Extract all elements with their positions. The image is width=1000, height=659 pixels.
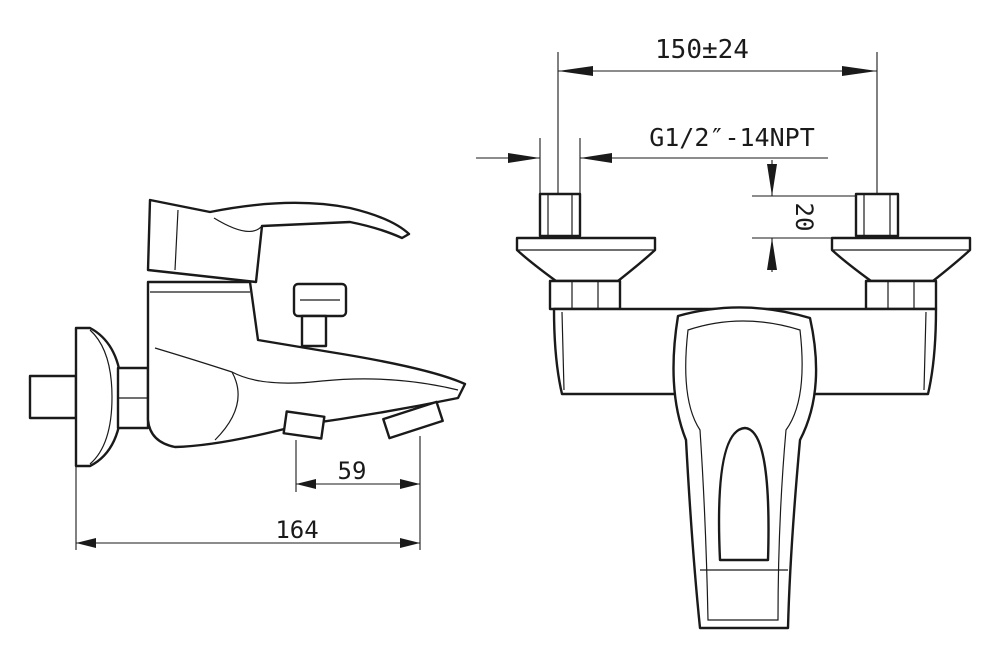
- dim-150-label: 150±24: [655, 35, 749, 65]
- front-view: 150±24 G1/2″-14NPT 20: [476, 35, 972, 630]
- side-wall-flange: [74, 326, 124, 468]
- front-left-thread-stub: [538, 192, 582, 238]
- side-spout-outlet: [382, 400, 444, 440]
- dim-thread-arrow-right: [580, 153, 612, 163]
- dim-150-arrow-right: [842, 66, 877, 76]
- front-right-cover-plate: [830, 236, 972, 283]
- front-body-line-left: [561, 311, 565, 391]
- side-view: 59 164: [28, 198, 467, 550]
- front-lever-inner-outline: [685, 320, 803, 621]
- side-flange-inner-line: [89, 329, 113, 465]
- dim-164-label: 164: [275, 516, 318, 544]
- side-body-curve: [214, 371, 239, 441]
- front-left-nut: [548, 279, 622, 311]
- front-lever-slot: [717, 426, 770, 562]
- dim-20-arrow-top: [767, 164, 777, 196]
- front-right-thread-stub: [854, 192, 900, 238]
- side-body-contour: [154, 347, 459, 391]
- dim-164-arrow-left: [76, 538, 96, 548]
- side-pipe-stub: [28, 374, 78, 420]
- side-aerator-outlet: [282, 410, 326, 440]
- dim-59-arrow-right: [400, 479, 420, 489]
- front-left-cover-plate: [515, 236, 657, 283]
- dim-59-label: 59: [338, 457, 367, 485]
- front-lever: [672, 306, 818, 630]
- dim-20-arrow-bottom: [767, 238, 777, 270]
- dim-20-label: 20: [790, 203, 818, 232]
- front-left-connector: [515, 192, 657, 311]
- side-body-spout: [146, 280, 467, 449]
- side-diverter-stem: [300, 314, 328, 348]
- front-right-connector: [830, 192, 972, 311]
- front-right-nut: [864, 279, 938, 311]
- dim-164-arrow-right: [400, 538, 420, 548]
- side-lever-handle: [146, 198, 411, 284]
- dim-thread-arrow-left: [508, 153, 540, 163]
- dim-150-arrow-left: [558, 66, 593, 76]
- side-lever-inner: [174, 209, 263, 271]
- front-body-line-right: [923, 311, 927, 391]
- dim-59-arrow-left: [296, 479, 316, 489]
- dim-thread-label: G1/2″-14NPT: [649, 123, 815, 152]
